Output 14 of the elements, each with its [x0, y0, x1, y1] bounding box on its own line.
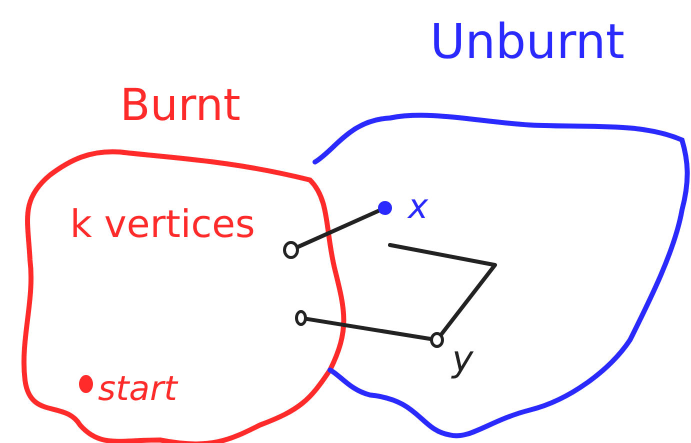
region-note: k vertices	[70, 205, 256, 243]
vertex-label: start	[98, 372, 178, 406]
edge-line	[388, 243, 497, 336]
region-title: Burnt	[120, 84, 241, 128]
edge-line	[296, 208, 381, 249]
vertex-dot	[283, 241, 299, 259]
vertex-label: y	[452, 342, 474, 378]
region-title: Unburnt	[430, 18, 625, 66]
vertex-label: x	[408, 190, 428, 224]
vertex-dot	[430, 332, 444, 348]
edge-line	[304, 316, 432, 341]
vertex-dot	[378, 201, 392, 215]
vertex-dot	[79, 375, 93, 393]
vertex-dot	[295, 310, 307, 326]
